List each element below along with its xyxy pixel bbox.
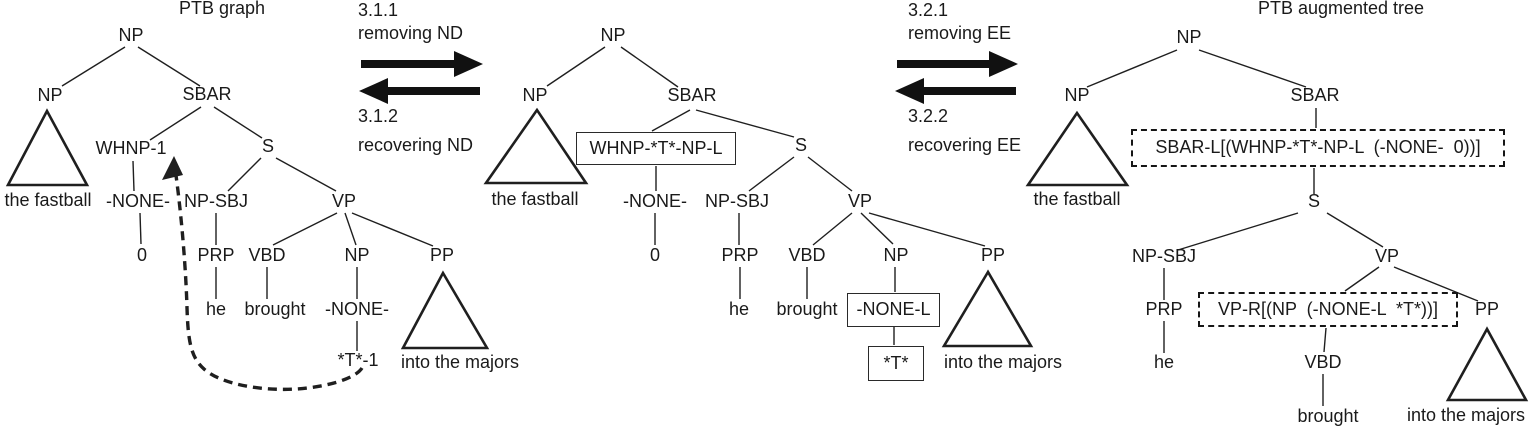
nd-backward-arrowhead bbox=[359, 78, 388, 104]
t2-whnp-box: WHNP-*T*-NP-L bbox=[576, 132, 736, 165]
t3-brought: brought bbox=[1297, 406, 1359, 427]
ee-backward-label: recovering EE bbox=[908, 135, 1022, 156]
mid-tree-edges bbox=[546, 46, 986, 345]
nd-forward-label: removing ND bbox=[358, 23, 464, 44]
t2-vbd: VBD bbox=[788, 245, 826, 266]
t1-np: NP bbox=[37, 85, 63, 106]
t1-prp: PRP bbox=[197, 245, 235, 266]
t1-zero: 0 bbox=[136, 245, 148, 266]
t3-np: NP bbox=[1064, 85, 1090, 106]
left-pp-triangle bbox=[400, 270, 490, 350]
t2-np-sbj: NP-SBJ bbox=[704, 191, 770, 212]
t2-s: S bbox=[794, 135, 808, 156]
t1-brought: brought bbox=[244, 299, 306, 320]
t3-sbar: SBAR bbox=[1290, 85, 1340, 106]
ee-forward-arrowhead bbox=[989, 51, 1018, 77]
t2-sbar: SBAR bbox=[667, 85, 717, 106]
trace-arrowhead bbox=[162, 156, 183, 180]
right-tree-edges bbox=[1086, 49, 1479, 406]
t1-vbd: VBD bbox=[248, 245, 286, 266]
left-tree-triangles bbox=[5, 108, 490, 350]
ee-forward-number: 3.2.1 bbox=[908, 0, 949, 21]
t2-prp: PRP bbox=[721, 245, 759, 266]
nd-forward-number: 3.1.1 bbox=[358, 0, 399, 21]
t1-majors: into the majors bbox=[400, 352, 520, 373]
t3-vbd: VBD bbox=[1304, 352, 1342, 373]
t1-root-np: NP bbox=[118, 25, 144, 46]
left-tree-edges bbox=[61, 46, 434, 351]
ee-forward-label: removing EE bbox=[908, 23, 1012, 44]
t3-np-sbj: NP-SBJ bbox=[1131, 246, 1197, 267]
nd-forward-arrowhead bbox=[454, 51, 483, 77]
t2-he: he bbox=[728, 299, 750, 320]
t2-brought: brought bbox=[776, 299, 838, 320]
t1-none-b: -NONE- bbox=[325, 299, 389, 320]
t2-majors: into the majors bbox=[943, 352, 1063, 373]
right-tree-title: PTB augmented tree bbox=[1257, 0, 1425, 19]
ee-arrows bbox=[895, 51, 1018, 104]
ee-backward-number: 3.2.2 bbox=[908, 106, 949, 127]
mid-tree-triangles bbox=[483, 107, 1034, 348]
t3-fastball: the fastball bbox=[1033, 189, 1121, 210]
t2-none-l-box: -NONE-L bbox=[847, 293, 940, 327]
t1-np2: NP bbox=[344, 245, 370, 266]
mid-fastball-triangle bbox=[483, 107, 589, 185]
t2-root-np: NP bbox=[600, 25, 626, 46]
nd-backward-label: recovering ND bbox=[358, 135, 474, 156]
left-fastball-triangle bbox=[5, 108, 90, 187]
t3-vp-r-box: VP-R[(NP (-NONE-L *T*))] bbox=[1198, 292, 1458, 327]
t3-s: S bbox=[1307, 191, 1321, 212]
t1-sbar: SBAR bbox=[182, 84, 232, 105]
ee-backward-arrowhead bbox=[895, 78, 924, 104]
t3-majors: into the majors bbox=[1406, 405, 1526, 426]
t2-vp: VP bbox=[847, 191, 873, 212]
t1-trace: *T*-1 bbox=[337, 350, 379, 371]
right-pp-triangle bbox=[1445, 326, 1529, 402]
t1-np-sbj: NP-SBJ bbox=[183, 191, 249, 212]
t1-pp: PP bbox=[429, 245, 455, 266]
t3-prp: PRP bbox=[1145, 299, 1183, 320]
t3-vp: VP bbox=[1374, 246, 1400, 267]
t2-np2: NP bbox=[883, 245, 909, 266]
t2-none-a: -NONE- bbox=[623, 191, 687, 212]
t1-vp: VP bbox=[331, 191, 357, 212]
nd-backward-number: 3.1.2 bbox=[358, 106, 399, 127]
t1-whnp: WHNP-1 bbox=[95, 138, 167, 159]
t2-np: NP bbox=[522, 85, 548, 106]
t1-he: he bbox=[205, 299, 227, 320]
left-tree-title: PTB graph bbox=[178, 0, 266, 19]
right-tree-triangles bbox=[1025, 110, 1529, 402]
t3-root-np: NP bbox=[1176, 27, 1202, 48]
t3-pp: PP bbox=[1474, 299, 1500, 320]
nd-arrows bbox=[359, 51, 483, 104]
t1-s: S bbox=[261, 136, 275, 157]
t1-fastball: the fastball bbox=[4, 190, 92, 211]
trace-coindex-arrow bbox=[162, 156, 364, 392]
mid-pp-triangle bbox=[941, 269, 1034, 348]
t1-none-a: -NONE- bbox=[106, 191, 170, 212]
t2-trace-box: *T* bbox=[868, 346, 924, 381]
right-fastball-triangle bbox=[1025, 110, 1130, 187]
t2-zero: 0 bbox=[649, 245, 661, 266]
t3-sbar-l-box: SBAR-L[(WHNP-*T*-NP-L (-NONE- 0))] bbox=[1131, 129, 1505, 167]
t3-he: he bbox=[1153, 352, 1175, 373]
t2-pp: PP bbox=[980, 245, 1006, 266]
t2-fastball: the fastball bbox=[491, 189, 579, 210]
